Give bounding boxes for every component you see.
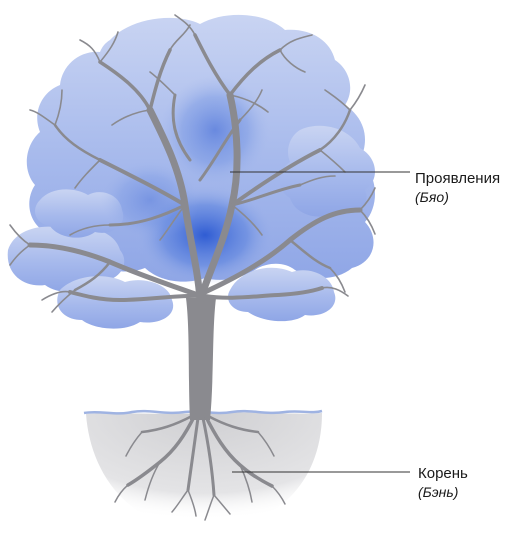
roots-label: Корень (Бэнь) — [418, 465, 468, 501]
roots-label-sub: (Бэнь) — [418, 484, 468, 502]
roots-label-main: Корень — [418, 465, 468, 484]
tree-trunk — [186, 298, 216, 420]
branches-label-sub: (Бяо) — [415, 189, 500, 207]
branches-label-main: Проявления — [415, 170, 500, 189]
branches-label: Проявления (Бяо) — [415, 170, 500, 206]
